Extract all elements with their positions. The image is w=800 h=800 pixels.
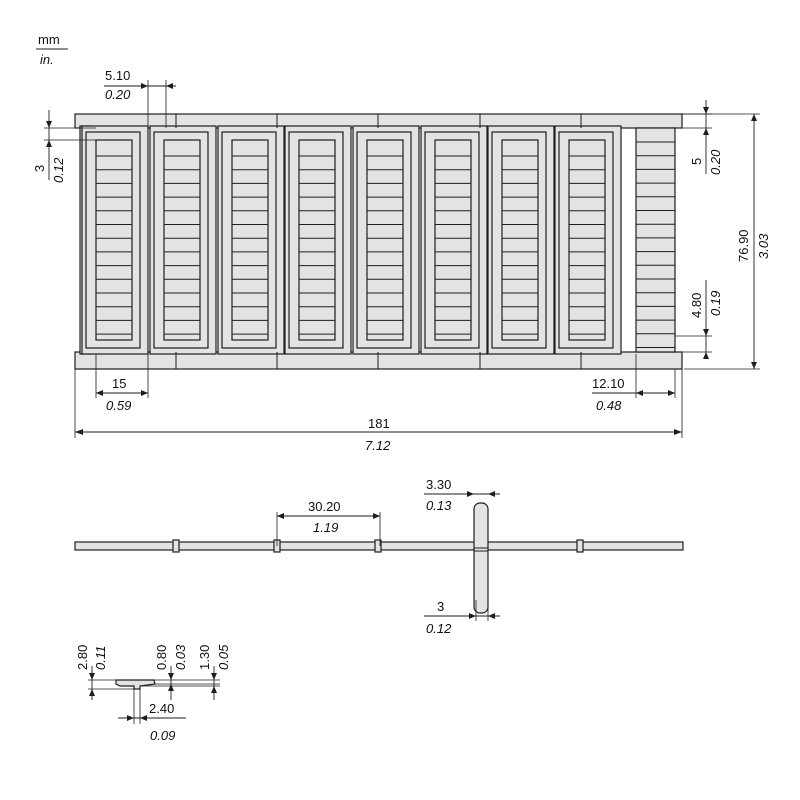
profile-shape: [115, 679, 156, 690]
dim-lip-in: 0.05: [216, 644, 231, 670]
frame-body: [554, 125, 622, 355]
frame-outline: [491, 131, 547, 349]
frame-outline: [85, 131, 141, 349]
dim-tab-width-in: 0.20: [105, 87, 131, 102]
dim-total-height-mm: 76.90: [736, 229, 751, 262]
dim-rib-inner-in: 0.12: [426, 621, 452, 636]
dim-label-pitch-in: 0.20: [708, 149, 723, 175]
frame-body: [149, 125, 217, 355]
frame-window: [501, 139, 539, 341]
marker-frame: [352, 125, 420, 355]
end-label-block: [635, 127, 676, 353]
frame-outline: [356, 131, 412, 349]
marker-frame: [81, 125, 149, 355]
marker-frame: [149, 125, 217, 355]
section-rib: [473, 502, 489, 614]
marker-frame: [284, 125, 352, 355]
frame-window: [434, 139, 472, 341]
frame-body: [487, 125, 555, 355]
frame-window: [95, 139, 133, 341]
marker-frame: [420, 125, 488, 355]
marker-frames: [81, 125, 675, 355]
frame-outline: [288, 131, 344, 349]
frame-outline: [424, 131, 480, 349]
dim-web-in: 0.03: [173, 644, 188, 670]
dim-rib-inner-mm: 3: [437, 599, 444, 614]
marker-frame: [487, 125, 555, 355]
side-notch: [172, 539, 180, 553]
frame-outline: [221, 131, 277, 349]
frame-body: [420, 125, 488, 355]
dim-frame-width-mm: 15: [112, 376, 126, 391]
frame-body: [81, 125, 149, 355]
dim-label-pitch-mm: 5: [689, 158, 704, 165]
marker-frame: [217, 125, 285, 355]
dim-segment-pitch-in: 1.19: [313, 520, 338, 535]
dim-frame-width-in: 0.59: [106, 398, 131, 413]
frame-body: [217, 125, 285, 355]
rail-seams: [175, 114, 582, 369]
side-notch: [576, 539, 584, 553]
side-view-dimensions: 30.20 1.19 3.30 0.13 3 0.12: [276, 477, 500, 636]
dim-end-width-in: 0.48: [596, 398, 622, 413]
dim-lip-mm: 1.30: [197, 645, 212, 670]
front-view: [74, 113, 683, 370]
side-notch: [374, 539, 382, 553]
frame-outline: [153, 131, 209, 349]
frame-window: [298, 139, 336, 341]
unit-mm: mm: [38, 32, 60, 47]
frame-body: [352, 125, 420, 355]
frame-window: [231, 139, 269, 341]
dim-total-length-in: 7.12: [365, 438, 391, 453]
dim-top-offset-mm: 3: [32, 165, 47, 172]
dim-top-offset-in: 0.12: [51, 157, 66, 183]
frame-window: [568, 139, 606, 341]
dim-stem-mm: 2.40: [149, 701, 174, 716]
dim-end-width-mm: 12.10: [592, 376, 625, 391]
front-view-dimensions: 5.10 0.20 3 0.12 5 0.20 76.90 3.03 4.80: [32, 68, 771, 453]
unit-legend: mm in.: [36, 32, 68, 67]
dim-rib-width-in: 0.13: [426, 498, 452, 513]
unit-inch: in.: [40, 52, 54, 67]
end-label-lines: [636, 141, 675, 348]
frame-body: [284, 125, 352, 355]
dim-rib-width-mm: 3.30: [426, 477, 451, 492]
dim-stem-in: 0.09: [150, 728, 175, 743]
dim-segment-pitch-mm: 30.20: [308, 499, 341, 514]
dim-thickness-mm: 2.80: [75, 645, 90, 670]
dim-thickness-in: 0.11: [93, 646, 108, 670]
marker-frame: [554, 125, 622, 355]
frame-outline: [558, 131, 614, 349]
dim-total-length-mm: 181: [368, 416, 390, 431]
dim-label-height-mm: 4.80: [689, 293, 704, 318]
dim-web-mm: 0.80: [154, 645, 169, 670]
dim-total-height-in: 3.03: [756, 233, 771, 259]
frame-window: [366, 139, 404, 341]
profile-detail: 2.80 0.11 0.80 0.03 1.30 0.05 2.40 0.09: [75, 644, 231, 743]
dim-label-height-in: 0.19: [708, 291, 723, 316]
dim-tab-width-mm: 5.10: [105, 68, 130, 83]
frame-window: [163, 139, 201, 341]
side-view: [74, 502, 684, 614]
